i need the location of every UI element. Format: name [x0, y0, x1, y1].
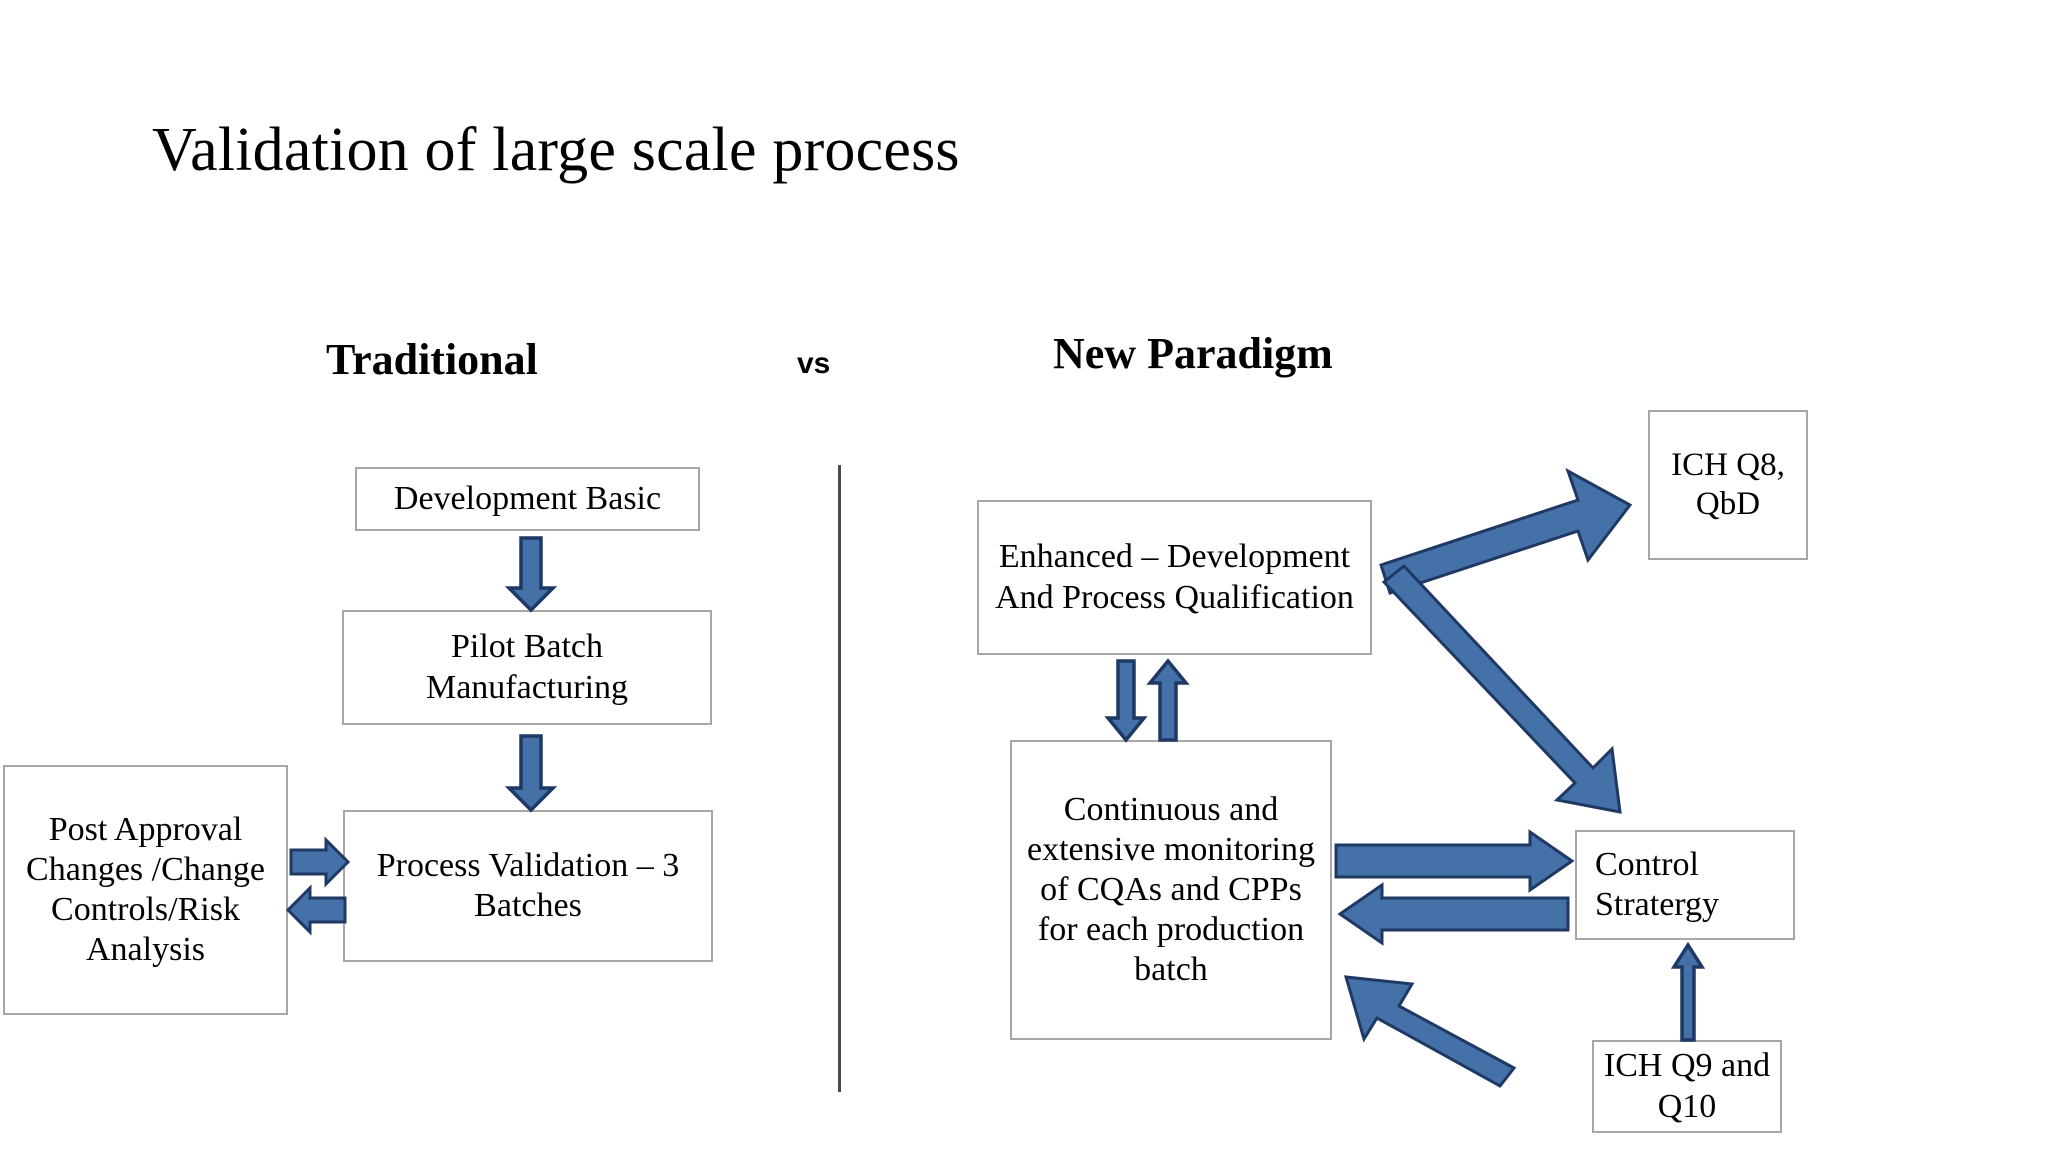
arrow-enhanced-to-ichq8-icon	[1379, 467, 1633, 595]
box-control-strategy: Control Stratergy	[1575, 830, 1795, 940]
arrow-control-to-continuous-icon	[1337, 882, 1570, 946]
heading-new-paradigm: New Paradigm	[1053, 329, 1333, 378]
arrow-ichq9-to-control-icon	[1670, 941, 1706, 1042]
box-development-basic: Development Basic	[355, 467, 700, 531]
heading-vs-separator: vs	[797, 347, 831, 380]
arrow-validation-to-postapproval-icon	[285, 884, 347, 936]
box-post-approval-changes: Post Approval Changes /Change Controls/R…	[3, 765, 288, 1015]
arrow-ichq9-to-continuous-icon	[1343, 975, 1517, 1088]
box-continuous-monitoring: Continuous and extensive monitoring of C…	[1010, 740, 1332, 1040]
arrow-postapproval-to-validation-icon	[289, 836, 351, 888]
heading-traditional: Traditional	[326, 335, 538, 384]
vertical-divider	[838, 465, 841, 1092]
arrow-continuous-to-control-icon	[1334, 829, 1575, 893]
arrow-dev-to-pilot-icon	[504, 536, 558, 613]
arrow-enhanced-to-continuous-icon	[1104, 659, 1148, 743]
box-ich-q8-qbd: ICH Q8, QbD	[1648, 410, 1808, 560]
box-process-validation: Process Validation – 3 Batches	[343, 810, 713, 962]
arrow-enhanced-to-control-icon	[1381, 563, 1622, 814]
box-ich-q9-and-q10: ICH Q9 and Q10	[1592, 1040, 1782, 1133]
page-title: Validation of large scale process	[152, 116, 960, 184]
arrow-continuous-to-enhanced-icon	[1146, 658, 1190, 742]
box-enhanced-development: Enhanced – Development And Process Quali…	[977, 500, 1372, 655]
box-pilot-batch-manufacturing: Pilot Batch Manufacturing	[342, 610, 712, 725]
arrow-pilot-to-validation-icon	[504, 734, 558, 813]
